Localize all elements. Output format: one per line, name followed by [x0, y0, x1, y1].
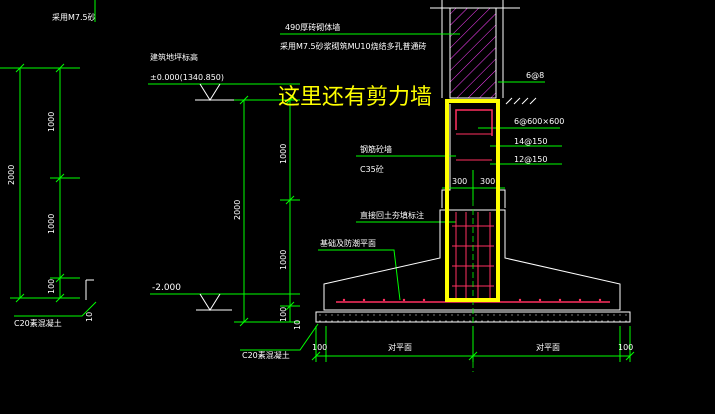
- dim-100-bottom-right: 100: [618, 343, 633, 352]
- dim-100-left: 100: [47, 279, 56, 294]
- left-dimension-chain: [0, 63, 80, 303]
- bottom-elev-marker: [199, 293, 221, 311]
- wall-top-rebar: [455, 109, 493, 136]
- dim-half-right: 对平面: [536, 342, 560, 352]
- footing-rebar-dots: [342, 298, 602, 302]
- ground-elevation: ±0.000(1340.850): [150, 73, 224, 82]
- left-cushion-leader: [14, 301, 97, 317]
- top-left-label: 采用M7.5砂: [52, 12, 96, 22]
- cushion-leader: [240, 323, 319, 351]
- ground-elev-marker: [199, 83, 221, 101]
- highlight-box[interactable]: [445, 99, 500, 302]
- wall-490-label: 490厚砖砌体墙: [285, 22, 340, 32]
- dim-half-left: 对平面: [388, 342, 412, 352]
- bury-level-label: 直接回土夯填标注: [360, 210, 424, 220]
- concrete-grade: C35砼: [360, 164, 384, 174]
- dim-10-left: 10: [85, 312, 94, 322]
- annotation-text: 这里还有剪力墙: [278, 85, 432, 110]
- brick-wall-hatch: [449, 7, 497, 99]
- main-dimension-chain: [234, 95, 300, 327]
- spread-footing: [323, 209, 621, 311]
- concrete-wall-label: 钢筋砼墙: [360, 144, 392, 154]
- dim-300-a: 300: [452, 177, 467, 186]
- dim-1000-left: 1000: [47, 112, 56, 132]
- dim-10-main: 10: [293, 320, 302, 330]
- foundation-note: 基础及防潮平面: [320, 238, 376, 248]
- cushion-label: C20素混凝土: [242, 350, 290, 360]
- rebar-callout-1: 6@8: [526, 71, 544, 80]
- ground-title: 建筑地坪标高: [150, 52, 198, 62]
- rebar-callout-2: 6@600×600: [514, 117, 564, 126]
- dim-300-b: 300: [480, 177, 495, 186]
- rebar-callout-3: 14@150: [514, 137, 547, 146]
- left-cushion-label: C20素混凝土: [14, 318, 62, 328]
- dim-1000-main: 1000: [279, 144, 288, 164]
- dim-2000-left: 2000: [7, 165, 16, 185]
- ground-hatch-right: [505, 97, 537, 105]
- dim-100-bottom-left: 100: [312, 343, 327, 352]
- rebar-callout-4: 12@150: [514, 155, 547, 164]
- dim-1000b-main: 1000: [279, 250, 288, 270]
- dim-1000b-left: 1000: [47, 214, 56, 234]
- bottom-elevation: -2.000: [152, 283, 181, 293]
- dim-100-main: 100: [279, 307, 288, 322]
- wall-mortar-label: 采用M7.5砂浆砌筑MU10烧结多孔普通砖: [280, 41, 427, 51]
- foundation-note-leader: [318, 249, 401, 301]
- dim-2000-main: 2000: [233, 200, 242, 220]
